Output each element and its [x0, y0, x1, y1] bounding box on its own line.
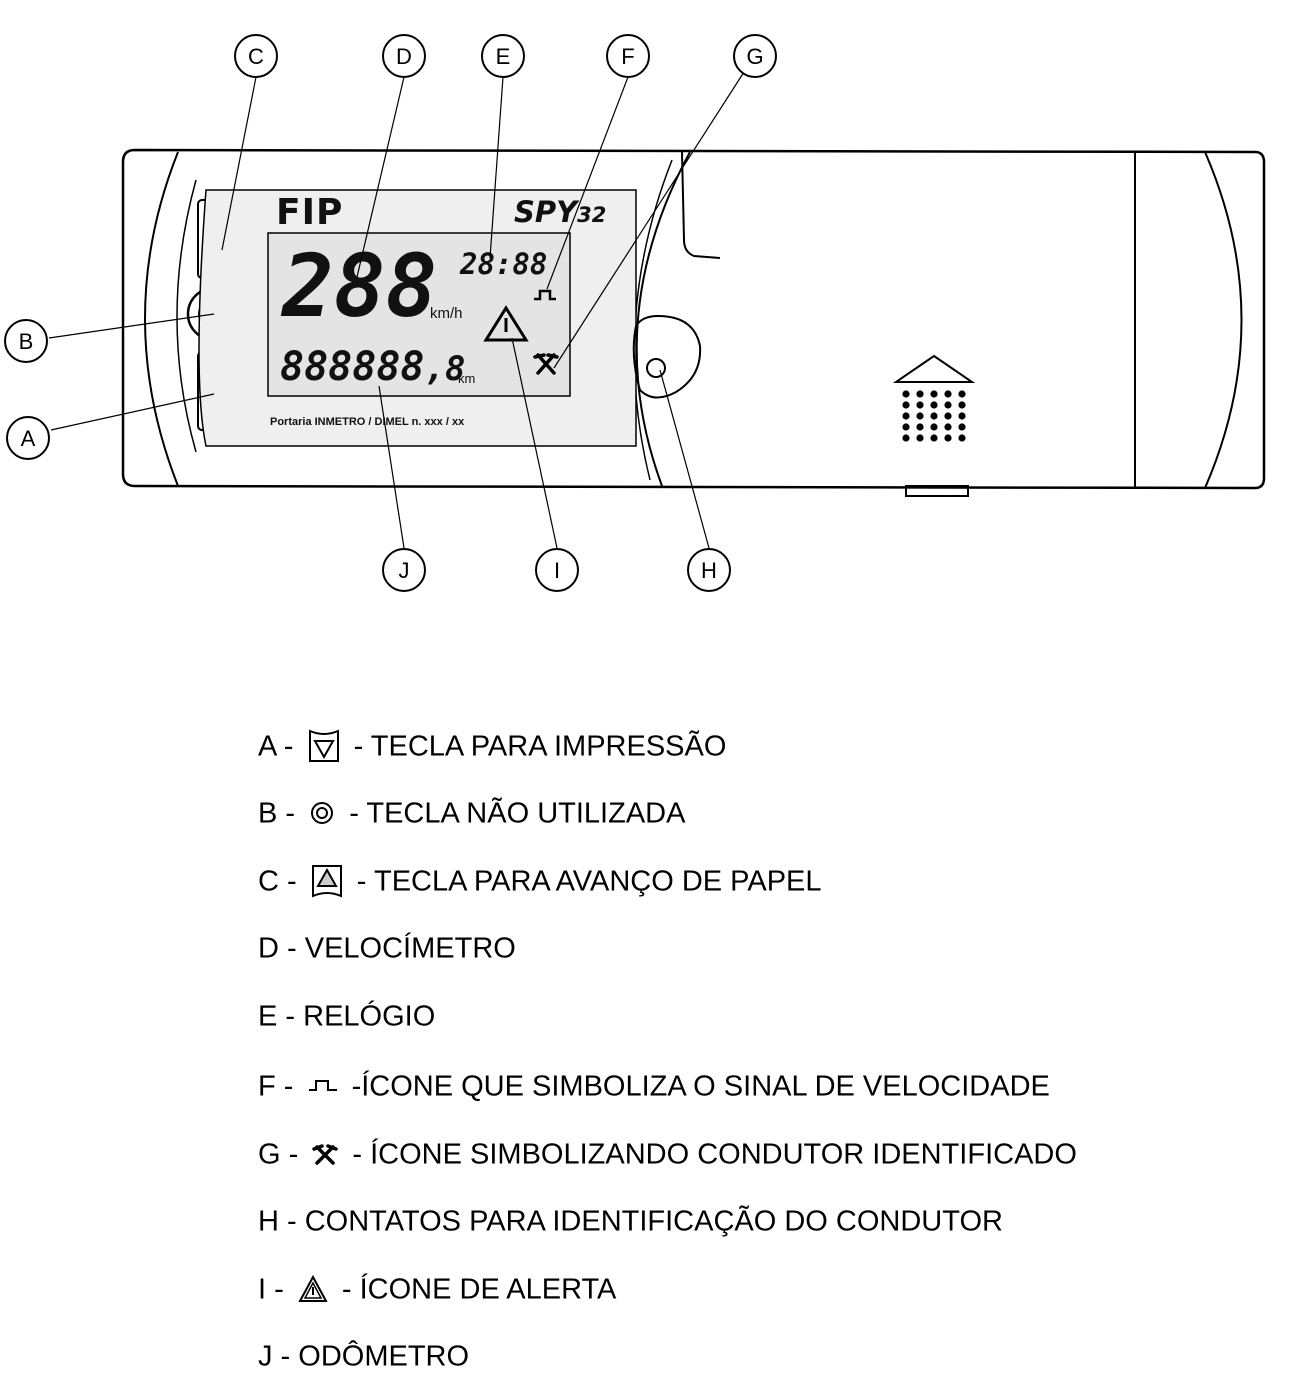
callout-letter: A [21, 426, 36, 451]
legend-row-c: C - - TECLA PARA AVANÇO DE PAPEL [258, 857, 822, 903]
callout-d: D [382, 34, 426, 78]
grip-dot [930, 423, 938, 431]
unused-key-icon [311, 802, 334, 825]
odometer-unit: km [458, 371, 475, 386]
callout-e: E [481, 34, 525, 78]
legend-letter: I - [258, 1273, 284, 1306]
legend-letter: C - [258, 865, 297, 898]
legend-letter: A - [258, 730, 294, 763]
tachograph-diagram: FIP SPY32 288 km/h 28:88 888888,8 km Por… [4, 34, 1266, 592]
grip-dot [916, 401, 924, 409]
drawer-grip-dots [902, 390, 966, 442]
legend-row-d: D - VELOCÍMETRO [258, 924, 516, 970]
grip-dot [944, 434, 952, 442]
callout-a: A [6, 416, 50, 460]
grip-dot [958, 423, 966, 431]
grip-dot [902, 390, 910, 398]
grip-dot [944, 412, 952, 420]
legend-row-g: G - - ÍCONE SIMBOLIZANDO CONDUTOR IDENTI… [258, 1130, 1077, 1176]
legend-text: - TECLA PARA AVANÇO DE PAPEL [356, 865, 822, 898]
callout-letter: I [554, 558, 560, 583]
callout-letter: G [746, 44, 763, 69]
legend-row-b: B - - TECLA NÃO UTILIZADA [258, 789, 685, 835]
legend-row-f: F - -ÍCONE QUE SIMBOLIZA O SINAL DE VELO… [258, 1062, 1050, 1108]
grip-dot [902, 401, 910, 409]
alert-icon [483, 305, 529, 342]
legend-letter: H - [258, 1205, 297, 1238]
legend-text: - ÍCONE DE ALERTA [341, 1273, 617, 1306]
legend-letter: F - [258, 1070, 294, 1103]
lcd-panel [198, 189, 637, 447]
grip-dot [944, 390, 952, 398]
legend-row-e: E - RELÓGIO [258, 992, 435, 1038]
legend-text: - TECLA NÃO UTILIZADA [349, 797, 686, 830]
grip-dot [916, 390, 924, 398]
legend-letter: B - [258, 797, 296, 830]
odometer-readout: 888888,8 [280, 344, 465, 390]
grip-dot [916, 412, 924, 420]
grip-dot [930, 434, 938, 442]
paper-drawer-icon [892, 354, 976, 383]
speed-signal-icon [308, 1080, 337, 1092]
grip-dot [902, 412, 910, 420]
legend-text: - TECLA PARA IMPRESSÃO [353, 730, 727, 763]
callout-h: H [687, 548, 731, 592]
brand-logo: FIP [276, 192, 343, 233]
callout-letter: F [621, 44, 634, 69]
grip-dot [944, 423, 952, 431]
grip-dot [958, 401, 966, 409]
speed-unit: km/h [430, 305, 463, 322]
callout-letter: C [248, 44, 264, 69]
model-name: SPY32 [514, 195, 606, 229]
legend-text: - ÍCONE SIMBOLIZANDO CONDUTOR IDENTIFICA… [352, 1138, 1077, 1171]
leader-lines [48, 71, 745, 549]
legend-row-a: A - - TECLA PARA IMPRESSÃO [258, 722, 726, 768]
paper-advance-key-icon [311, 865, 342, 898]
grip-dot [930, 412, 938, 420]
legend-row-j: J - ODÔMETRO [258, 1332, 469, 1378]
print-key-icon [308, 729, 339, 763]
grip-dot [958, 434, 966, 442]
legend-text: VELOCÍMETRO [304, 932, 516, 965]
callout-letter: B [19, 329, 34, 354]
speed-readout: 288 [280, 237, 437, 337]
grip-dot [916, 423, 924, 431]
legend-letter: G - [258, 1138, 299, 1171]
grip-dot [930, 401, 938, 409]
portaria-text: Portaria INMETRO / DIMEL n. xxx / xx [270, 416, 465, 428]
legend-text: -ÍCONE QUE SIMBOLIZA O SINAL DE VELOCIDA… [351, 1070, 1050, 1103]
callout-f: F [606, 34, 650, 78]
legend-letter: J - [258, 1340, 291, 1373]
legend-letter: E - [258, 1000, 296, 1033]
callout-letter: D [396, 44, 412, 69]
grip-dot [944, 401, 952, 409]
grip-dot [958, 390, 966, 398]
legend-letter: D - [258, 932, 297, 965]
grip-dot [902, 423, 910, 431]
legend-text: RELÓGIO [303, 1000, 436, 1033]
grip-dot [902, 434, 910, 442]
callout-labels: A B C D E F G H I J [4, 34, 777, 592]
legend-row-h: H - CONTATOS PARA IDENTIFICAÇÃO DO CONDU… [258, 1197, 1003, 1243]
speed-signal-icon [534, 289, 556, 301]
driver-id-contacts[interactable] [632, 314, 702, 399]
callout-g: G [733, 34, 777, 78]
callout-i: I [535, 548, 579, 592]
grip-dot [916, 434, 924, 442]
callout-letter: H [701, 558, 717, 583]
callout-letter: J [399, 558, 410, 583]
grip-dot [958, 412, 966, 420]
legend-text: CONTATOS PARA IDENTIFICAÇÃO DO CONDUTOR [304, 1205, 1003, 1238]
grip-dot [930, 390, 938, 398]
callout-b: B [4, 319, 48, 363]
driver-identified-icon [533, 353, 559, 375]
clock-readout: 28:88 [459, 247, 547, 281]
legend-text: ODÔMETRO [298, 1340, 470, 1373]
driver-identified-icon [312, 1144, 339, 1166]
legend-row-i: I - - ÍCONE DE ALERTA [258, 1265, 616, 1311]
alert-icon [298, 1275, 328, 1303]
callout-j: J [382, 548, 426, 592]
callout-c: C [234, 34, 278, 78]
callout-letter: E [496, 44, 511, 69]
